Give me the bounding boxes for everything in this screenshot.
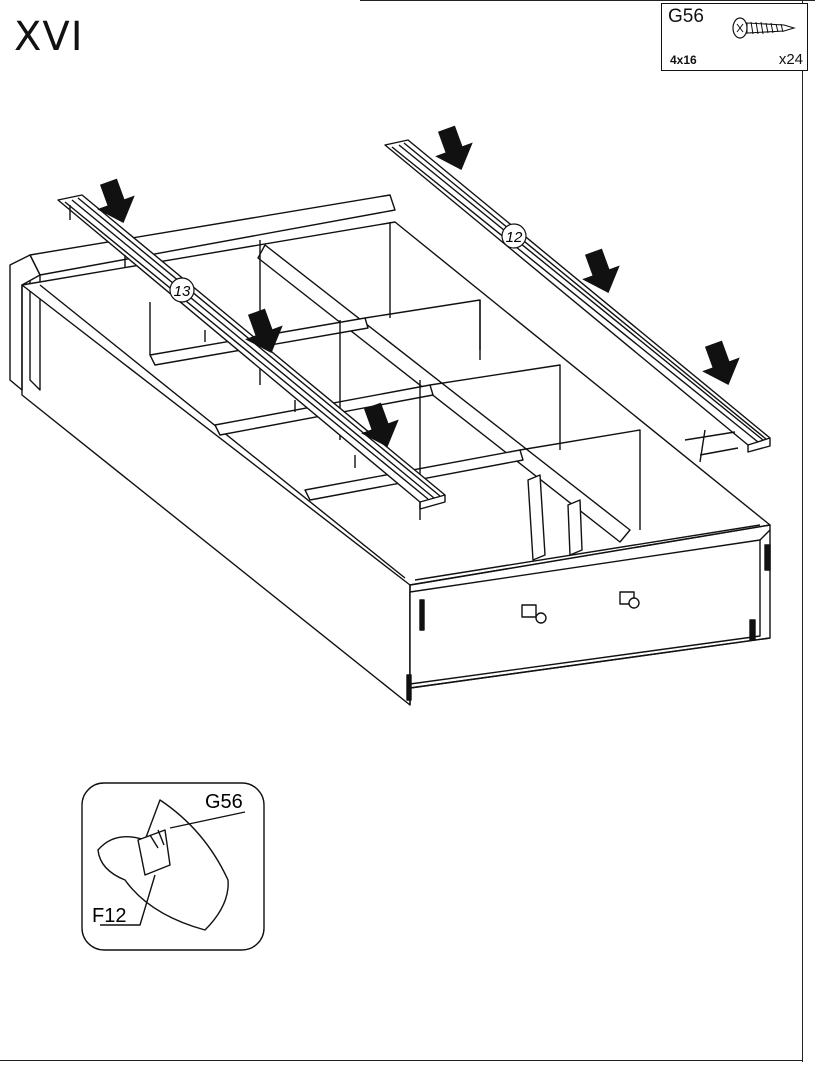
detail-inset [81,782,265,951]
slat-rail-13 [57,194,446,510]
callout-label: 12 [506,229,523,246]
cross-divider-right [364,222,641,530]
part-quantity: x24 [778,51,803,68]
dimension-marker [684,429,739,463]
callout-rail-12: 12 [501,223,527,249]
slat-rail-12 [384,139,771,453]
corner-fitting [406,544,771,701]
part-code: G56 [668,6,704,27]
leg-connector [521,591,640,624]
callout-rail-13: 13 [169,277,195,303]
part-size: 4x16 [670,53,697,67]
parts-box: G56 4x16 x24 [661,3,808,71]
right-border [802,0,803,1062]
detail-screw-label: G56 [205,791,243,813]
step-number: XVI [14,14,84,60]
top-border [360,0,815,1]
detail-bracket-label: F12 [92,905,126,927]
foot-panel [409,529,771,685]
callout-label: 13 [174,283,191,300]
left-side-panel [9,254,41,391]
drawer-runner [527,474,583,561]
screw-icon [732,17,796,39]
bottom-border [0,1060,803,1061]
